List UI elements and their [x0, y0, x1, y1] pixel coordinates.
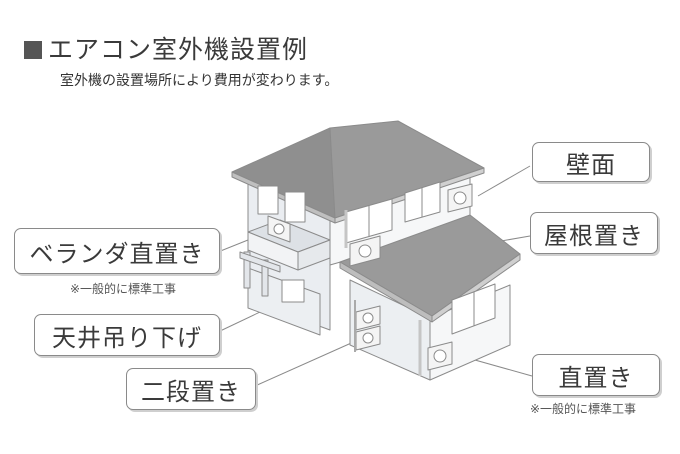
- callout-ground: 直置き: [532, 354, 660, 396]
- note-ground: ※一般的に標準工事: [530, 402, 637, 416]
- callout-veranda: ベランダ直置き: [14, 228, 220, 274]
- window-upper-left-2: [284, 191, 306, 223]
- title-text: エアコン室外機設置例: [48, 35, 309, 64]
- callout-wall: 壁面: [532, 142, 650, 182]
- window-lower-left: [281, 279, 305, 303]
- leader-two-tier: [254, 339, 359, 387]
- page-title: エアコン室外機設置例: [24, 30, 308, 66]
- callout-two-tier: 二段置き: [126, 368, 256, 410]
- callout-roof: 屋根置き: [530, 212, 658, 254]
- square-bullet-icon: [24, 41, 42, 59]
- veranda-side: [297, 239, 331, 271]
- page-subtitle: 室外機の設置場所により費用が変わります。: [60, 73, 339, 89]
- leader-wall: [477, 165, 531, 197]
- note-veranda: ※一般的に標準工事: [70, 282, 177, 296]
- window-upper-left-1: [257, 185, 279, 215]
- callout-ceiling: 天井吊り下げ: [34, 314, 220, 356]
